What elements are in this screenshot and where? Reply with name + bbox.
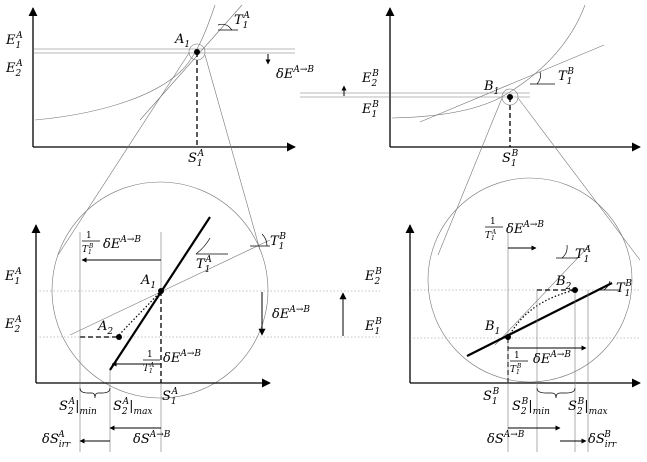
- zoom-circle: [51, 181, 269, 399]
- label-s2-max: S2B|max: [568, 397, 608, 417]
- svg-text:1: 1: [490, 217, 496, 227]
- brace-irr: [79, 387, 111, 399]
- fraction-top: 1 T1B δEA→B: [82, 231, 141, 256]
- label-s1: S1A: [188, 149, 205, 169]
- panel-b-zoom: E2B E1B 1 T1A δEA→B T1A T1B B1 B2 1 T1B …: [364, 177, 641, 452]
- panel-a-zoom: E1A E2A 1 T1B δEA→B T1A T1B A1 A2 1 T1A …: [4, 181, 380, 452]
- label-e2: E2A: [5, 59, 23, 79]
- svg-text:T1A: T1A: [485, 229, 497, 242]
- energy-curve: [391, 4, 586, 119]
- point-a1: [194, 49, 200, 55]
- curve-segment: [507, 289, 576, 338]
- label-e2: E2A: [4, 315, 22, 335]
- label-e2: E2B: [364, 267, 382, 287]
- svg-text:1: 1: [86, 231, 92, 241]
- label-s1b: S1B: [483, 387, 500, 407]
- zoom-connector-b-right: [517, 97, 641, 261]
- label-tangent-a: T1A: [196, 255, 212, 275]
- zoom-connector-a-right: [204, 54, 261, 251]
- svg-text:δEA→B: δEA→B: [506, 220, 544, 237]
- label-point-a1: A1: [140, 273, 156, 291]
- energy-curve: [34, 4, 216, 121]
- label-ds-irr: δSirrA: [42, 430, 71, 450]
- point-a2: [116, 334, 122, 340]
- label-s2-min: S2A|min: [59, 397, 97, 417]
- point-b1: [507, 94, 513, 100]
- label-ds-irr: δSirrB: [588, 430, 617, 450]
- zoom-connector-a-left: [57, 52, 190, 256]
- point-b1: [505, 334, 511, 340]
- label-tangent-b: T1B: [616, 279, 632, 299]
- label-e1: E1B: [361, 100, 379, 120]
- point-b2: [572, 287, 578, 293]
- svg-text:T1B: T1B: [82, 243, 94, 256]
- label-tangent: T1B: [558, 67, 574, 87]
- zoom-circle-small: [188, 43, 206, 61]
- angle-marker: [536, 71, 541, 85]
- tangent-line-t1a: [494, 244, 591, 346]
- angle-marker-b: [603, 280, 611, 291]
- svg-text:δEA→B: δEA→B: [163, 349, 201, 366]
- angle-marker-a: [561, 244, 568, 259]
- label-tangent-a: T1A: [575, 245, 591, 265]
- panel-a-top: E1A E2A A1 T1A S1A: [5, 4, 296, 169]
- label-point-b1: B1: [484, 319, 500, 337]
- fraction-bottom: 1 T1B δEA→B: [510, 350, 571, 376]
- svg-text:1: 1: [147, 350, 153, 360]
- label-s2-max: S2A|max: [113, 397, 153, 417]
- tangent-line: [419, 44, 605, 123]
- zoom-circle-small: [501, 88, 519, 106]
- panel-b-top: E2B E1B B1 T1B S1B: [300, 4, 641, 169]
- label-delta-e-right: δEA→B: [272, 305, 310, 322]
- angle-marker-a: [195, 237, 211, 255]
- label-e2: E2B: [361, 69, 379, 89]
- tangent-line: [139, 4, 243, 121]
- label-tangent-b: T1B: [270, 232, 286, 252]
- tangent-line-t1b: [69, 239, 271, 336]
- svg-text:δEA→B: δEA→B: [103, 235, 141, 252]
- svg-text:T1B: T1B: [510, 363, 522, 376]
- zoom-circle: [427, 177, 633, 383]
- label-point-b1: B1: [483, 79, 499, 97]
- fraction-top: 1 T1A δEA→B: [485, 217, 544, 242]
- fraction-bottom: 1 T1A δEA→B: [143, 349, 201, 375]
- label-ds-atob: δSA→B: [487, 430, 525, 447]
- label-point-b2: B2: [555, 274, 572, 292]
- label-delta-e-middle: δEA→B: [276, 65, 314, 82]
- angle-marker-b: [261, 233, 268, 247]
- svg-text:T1A: T1A: [143, 362, 155, 375]
- label-point-a2: A2: [97, 319, 113, 337]
- svg-text:δEA→B: δEA→B: [533, 350, 571, 367]
- label-s2-min: S2B|min: [512, 397, 550, 417]
- label-ds-atob: δSA→B: [133, 430, 171, 447]
- svg-text:1: 1: [514, 351, 520, 361]
- curve-segment: [118, 290, 162, 336]
- label-e1: E1B: [364, 317, 382, 337]
- zoom-connector-b-left: [437, 97, 503, 256]
- brace-s2: [536, 387, 576, 399]
- label-point-a1: A1: [174, 32, 190, 50]
- point-a1: [158, 288, 164, 294]
- angle-marker: [217, 23, 233, 31]
- label-s1: S1B: [502, 149, 519, 169]
- label-s1a: S1A: [162, 387, 179, 407]
- label-e1: E1A: [4, 267, 22, 287]
- delta-e-indicator: δEA→B: [258, 292, 347, 336]
- label-tangent: T1A: [234, 11, 250, 31]
- label-e1: E1A: [5, 31, 23, 51]
